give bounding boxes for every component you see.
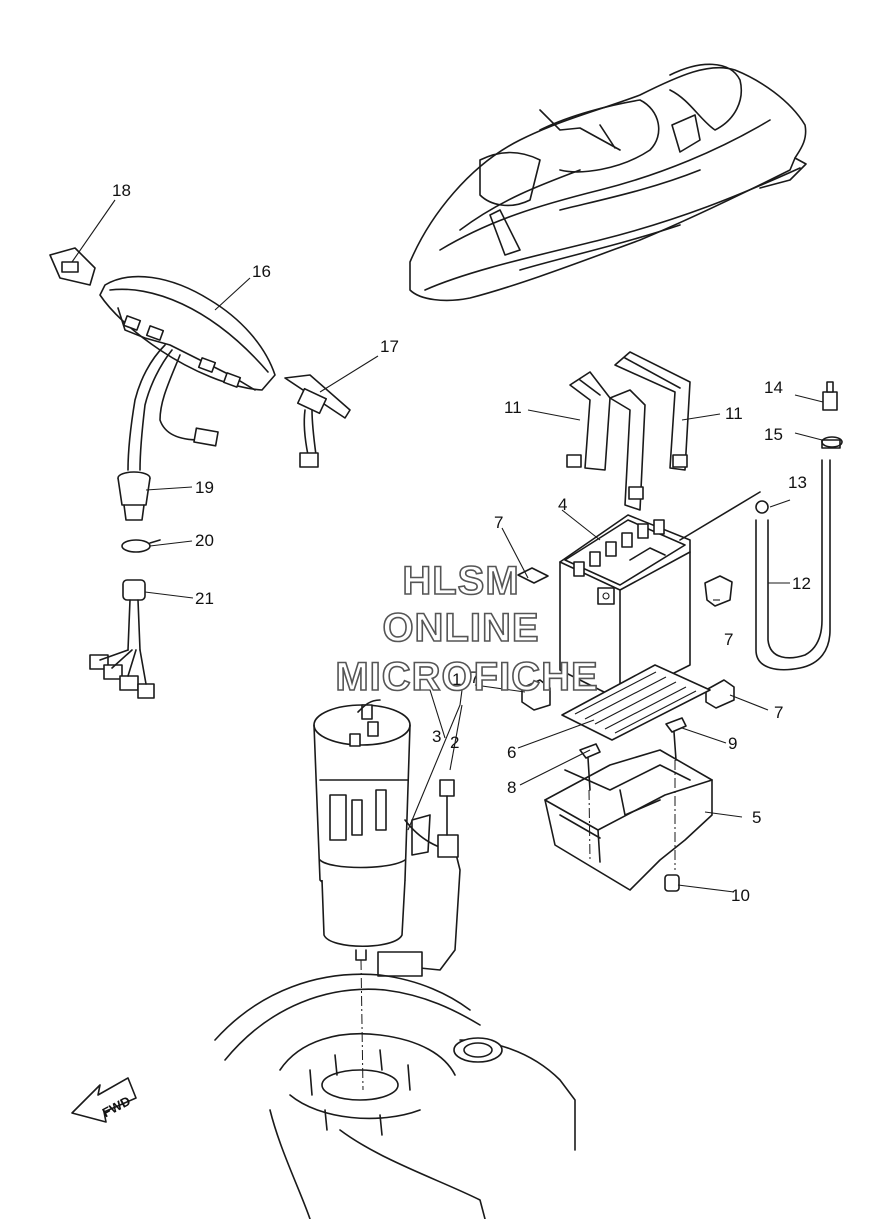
callout-8: 8: [507, 778, 516, 797]
harness-parts-19-20-21: [89, 471, 161, 699]
callout-15: 15: [764, 425, 783, 444]
callout-9: 9: [728, 734, 737, 753]
callout-1: 1: [452, 670, 461, 689]
callout-20: 20: [195, 531, 214, 550]
callout-7-d: 7: [470, 668, 479, 687]
watermark-line-3: MICROFICHE: [335, 655, 598, 699]
callout-16: 16: [252, 262, 271, 281]
callout-5: 5: [752, 808, 761, 827]
callout-3: 3: [432, 727, 441, 746]
fwd-arrow: FWD: [71, 1077, 137, 1123]
fuel-pump: [313, 699, 461, 1091]
callout-2: 2: [450, 733, 459, 752]
callout-6: 6: [507, 743, 516, 762]
battery: [559, 491, 761, 701]
callout-13: 13: [788, 473, 807, 492]
callout-17: 17: [380, 337, 399, 356]
callout-21: 21: [195, 589, 214, 608]
callout-19: 19: [195, 478, 214, 497]
battery-tray-mat: [561, 664, 711, 741]
meter-assembly: [49, 247, 276, 471]
vent-hose-parts: [755, 381, 843, 671]
callout-12: 12: [792, 574, 811, 593]
callout-7-a: 7: [494, 513, 503, 532]
callout-10: 10: [731, 886, 750, 905]
callout-14: 14: [764, 378, 783, 397]
callout-4: 4: [558, 495, 567, 514]
callout-7-c: 7: [774, 703, 783, 722]
battery-case: [544, 749, 713, 892]
bolts: [579, 717, 687, 870]
pads: [517, 567, 735, 711]
watermark-line-2: ONLINE: [382, 606, 539, 650]
callout-numbers: 1 2 3 4 5 6 7 7 7 7 8 9 10 11 11 12 13 1…: [112, 181, 811, 905]
battery-bands: [566, 351, 691, 511]
watermark: HLSM ONLINE MICROFICHE: [335, 558, 599, 700]
callout-18: 18: [112, 181, 131, 200]
fuel-tank: [214, 973, 576, 1219]
leader-lines: [71, 199, 824, 893]
callout-7-b: 7: [724, 630, 733, 649]
callout-11-a: 11: [504, 398, 522, 417]
watercraft-illustration: [409, 63, 807, 302]
callout-11-b: 11: [725, 404, 743, 423]
switch-part-17: [284, 374, 351, 468]
watermark-line-1: HLSM: [402, 559, 519, 603]
